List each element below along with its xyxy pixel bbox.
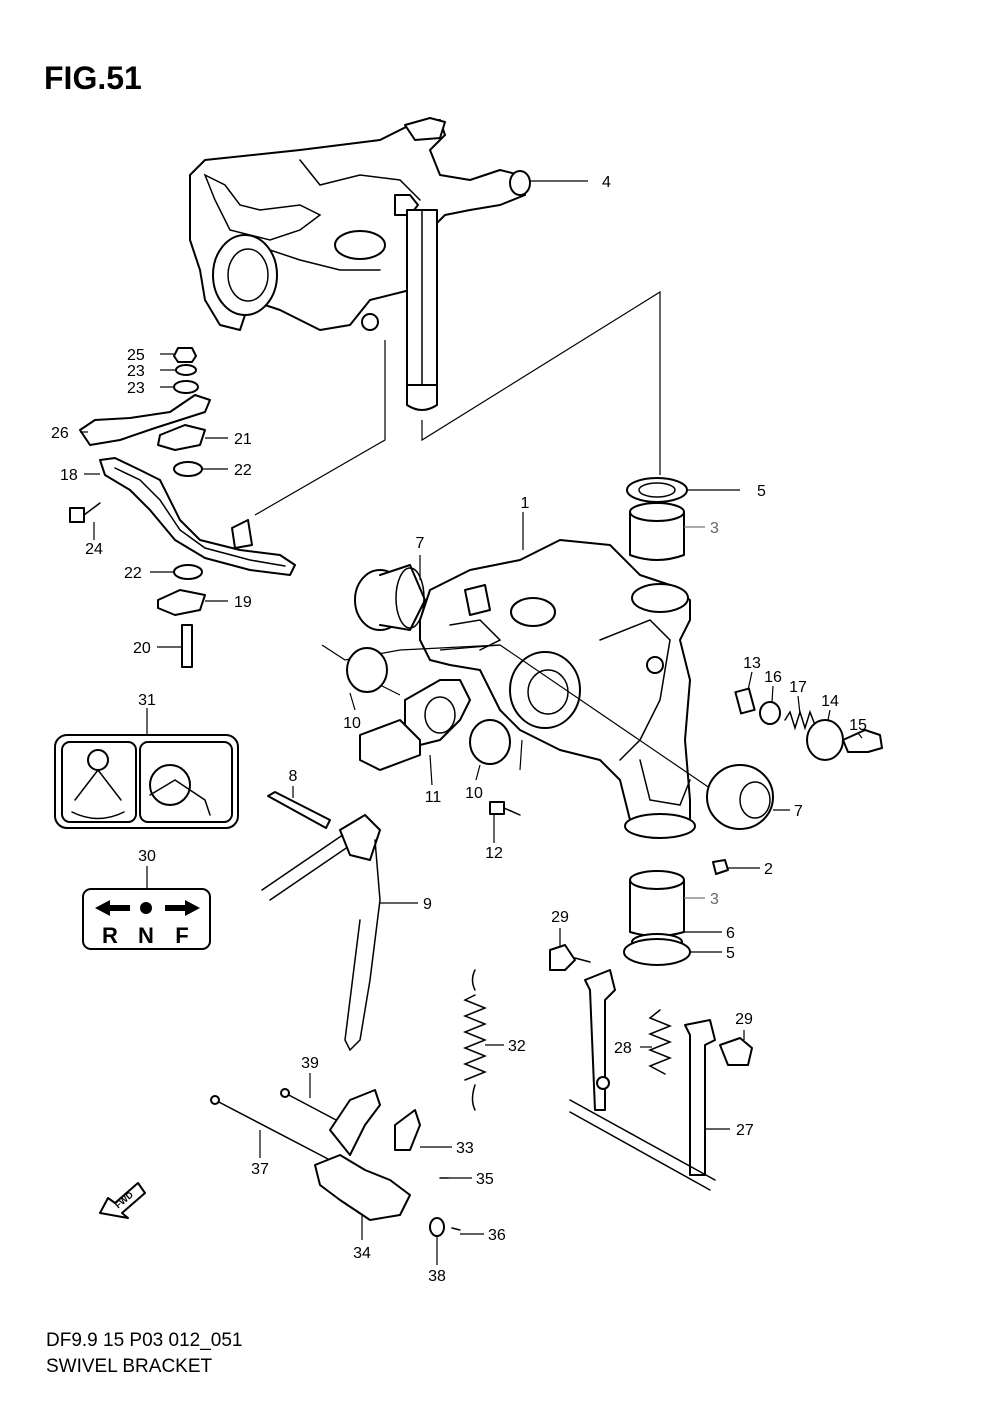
model-code: DF9.9 15 P03 012_051: [46, 1330, 243, 1351]
callout-12: 12: [485, 845, 503, 862]
callout-13: 13: [743, 655, 761, 672]
decal-31: [54, 734, 239, 829]
callout-10-left: 10: [343, 715, 361, 732]
leader-lines: [80, 180, 863, 1265]
callout-31: 31: [138, 692, 156, 709]
decal-letter-f: F: [175, 923, 188, 948]
shift-lever-drawing: [261, 791, 381, 1052]
callout-29-upper: 29: [551, 909, 569, 926]
callout-17: 17: [789, 679, 807, 696]
callout-22-upper: 22: [234, 462, 252, 479]
callout-38: 38: [428, 1268, 446, 1285]
callout-36: 36: [488, 1227, 506, 1244]
callout-16: 16: [764, 669, 782, 686]
callout-5-lower: 5: [726, 945, 735, 962]
callout-1: 1: [521, 495, 530, 512]
callout-25: 25: [127, 347, 145, 364]
decal-letter-r: R: [102, 923, 118, 948]
figure-caption: SWIVEL BRACKET: [46, 1356, 213, 1377]
callout-35: 35: [476, 1171, 494, 1188]
decal-30-letters: R N F: [102, 923, 189, 948]
callout-23-lower: 23: [127, 380, 145, 397]
callout-4: 4: [602, 174, 611, 191]
callout-9: 9: [423, 896, 432, 913]
callout-2: 2: [764, 861, 773, 878]
tilt-lock-drawing: [549, 944, 753, 1191]
callout-23-upper: 23: [127, 363, 145, 380]
spring-32: [462, 969, 488, 1111]
figure-title: FIG.51: [44, 60, 142, 96]
callout-5-upper: 5: [757, 483, 766, 500]
steering-shaft-drawing: [406, 209, 438, 411]
callout-39: 39: [301, 1055, 319, 1072]
callout-30: 30: [138, 848, 156, 865]
callout-32: 32: [508, 1038, 526, 1055]
callout-26: 26: [51, 425, 69, 442]
callout-22-lower: 22: [124, 565, 142, 582]
callout-7-right: 7: [794, 803, 803, 820]
callout-18: 18: [60, 467, 78, 484]
callout-15: 15: [849, 717, 867, 734]
callout-29-lower: 29: [735, 1011, 753, 1028]
callout-37: 37: [251, 1161, 269, 1178]
callout-14: 14: [821, 693, 839, 710]
callout-28: 28: [614, 1040, 632, 1057]
swivel-case-drawing: [419, 539, 696, 839]
callout-21: 21: [234, 431, 252, 448]
callout-6: 6: [726, 925, 735, 942]
callout-20: 20: [133, 640, 151, 657]
callout-34: 34: [353, 1245, 371, 1262]
decal-30: [82, 888, 211, 950]
callout-33: 33: [456, 1140, 474, 1157]
callout-27: 27: [736, 1122, 754, 1139]
decal-letter-n: N: [138, 923, 154, 948]
callout-19: 19: [234, 594, 252, 611]
callout-3-lower: 3: [710, 891, 719, 908]
fwd-arrow: [99, 1182, 146, 1219]
callout-7-left: 7: [416, 535, 425, 552]
callout-3-upper: 3: [710, 520, 719, 537]
left-parts-stack: [69, 347, 296, 668]
callout-8: 8: [289, 768, 298, 785]
callout-11: 11: [425, 789, 442, 806]
callout-labels: 1 2 3 3 4 5 5 6 7 7 8 9 10 10 11 12 13 1…: [51, 174, 867, 1285]
shift-linkage-drawing: [210, 1088, 461, 1237]
callout-10-right: 10: [465, 785, 483, 802]
callout-24: 24: [85, 541, 103, 558]
clamp-bracket-drawing: [189, 117, 531, 331]
